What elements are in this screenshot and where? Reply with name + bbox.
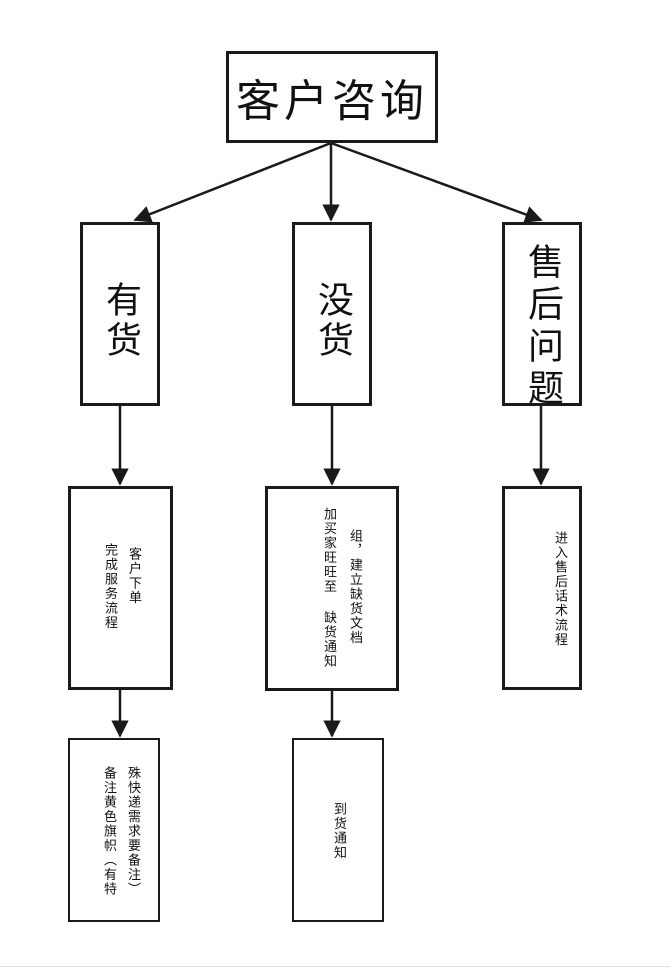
- root-node: 客户咨询: [226, 51, 438, 143]
- step-node-in-stock-remark: 殊快递需求要备注） 备注黄色旗帜（有特: [68, 738, 160, 922]
- root-label: 客户咨询: [236, 76, 428, 127]
- step-text-col-1: 客户下单: [126, 547, 141, 605]
- branch-label-in-stock: 有货: [100, 281, 141, 361]
- branch-node-after-sales: 售后问题: [502, 222, 582, 411]
- branch-node-out-of-stock: 没货: [292, 222, 372, 406]
- step-text-col-2: 完成服务流程: [102, 543, 117, 630]
- step-text-col-1: 殊快递需求要备注）: [125, 766, 140, 897]
- step-node-after-sales-script: 进入售后话术流程: [502, 486, 582, 690]
- bottom-divider: [0, 966, 670, 967]
- step-text-col-1: 进入售后话术流程: [552, 531, 567, 647]
- edge-root-to-aftersales: [330, 141, 543, 223]
- step-text-col-2: 备注黄色旗帜（有特: [101, 766, 116, 897]
- step-node-out-of-stock-notify: 组，建立缺货文档 加买家旺旺至 缺货通知: [265, 486, 399, 691]
- branch-label-out-of-stock: 没货: [312, 281, 353, 361]
- step-node-out-of-stock-arrival: 到货通知: [292, 738, 384, 922]
- step-text-col-2: 加买家旺旺至 缺货通知: [321, 507, 336, 669]
- branch-node-in-stock: 有货: [80, 222, 160, 406]
- edge-root-to-instock: [133, 141, 332, 223]
- branch-label-after-sales: 售后问题: [522, 243, 563, 411]
- step-node-in-stock-order: 客户下单 完成服务流程: [68, 486, 173, 690]
- step-text-col-1: 组，建立缺货文档: [347, 529, 362, 645]
- step-text-col-1: 到货通知: [331, 802, 346, 860]
